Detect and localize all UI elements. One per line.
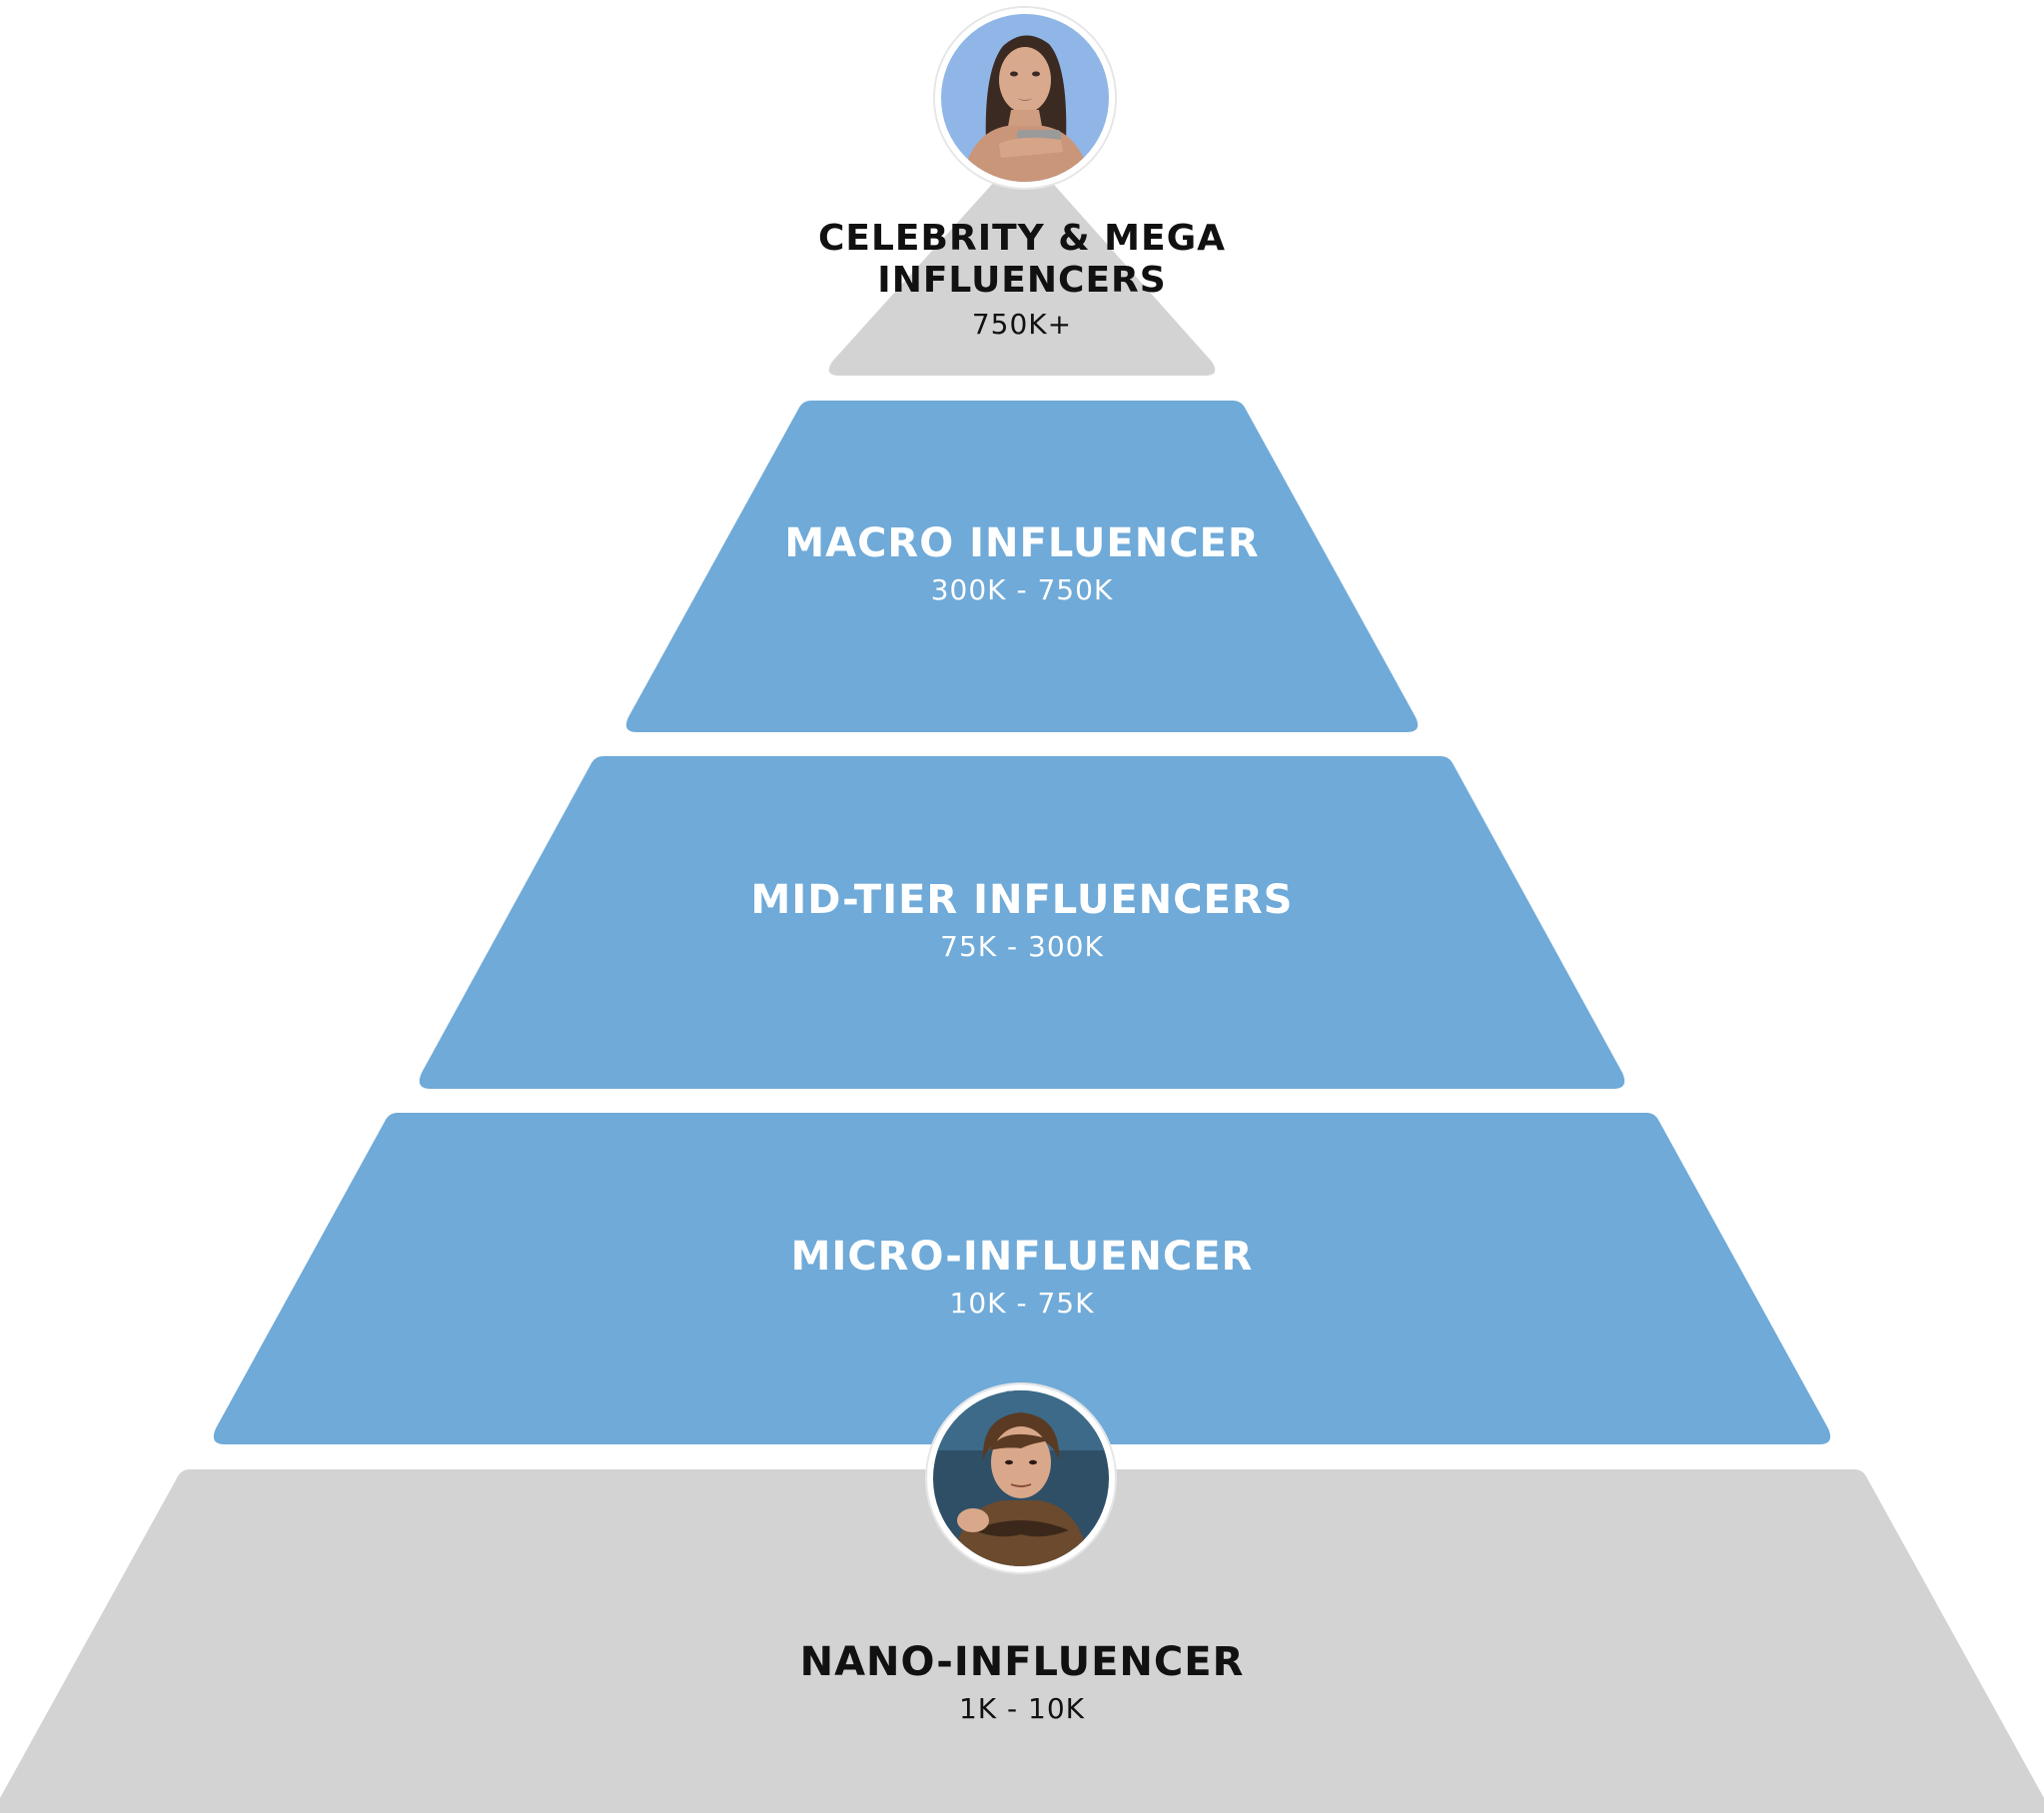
tier-celebrity-name: CELEBRITY & MEGA INFLUENCERS xyxy=(817,218,1226,301)
tier-macro-name: MACRO INFLUENCER xyxy=(784,520,1260,566)
tier-nano-shape xyxy=(0,1469,2044,1813)
tier-celebrity-range: 750K+ xyxy=(971,308,1073,341)
tier-midtier-range: 75K - 300K xyxy=(940,930,1104,963)
tier-nano-name: NANO-INFLUENCER xyxy=(799,1639,1245,1685)
tier-micro-range: 10K - 75K xyxy=(949,1287,1095,1320)
tier-micro-name: MICRO-INFLUENCER xyxy=(790,1234,1254,1280)
tier-nano-range: 1K - 10K xyxy=(958,1692,1086,1725)
tier-macro-range: 300K - 750K xyxy=(930,573,1114,606)
celebrity-avatar xyxy=(935,8,1115,188)
nano-influencer-avatar xyxy=(927,1384,1115,1572)
tier-micro-shape xyxy=(213,1113,1831,1444)
tier-midtier-shape xyxy=(419,756,1625,1089)
tier-midtier-name: MID-TIER INFLUENCERS xyxy=(750,877,1294,923)
tier-celebrity-shape xyxy=(828,150,1216,376)
tier-macro-shape xyxy=(625,401,1419,732)
